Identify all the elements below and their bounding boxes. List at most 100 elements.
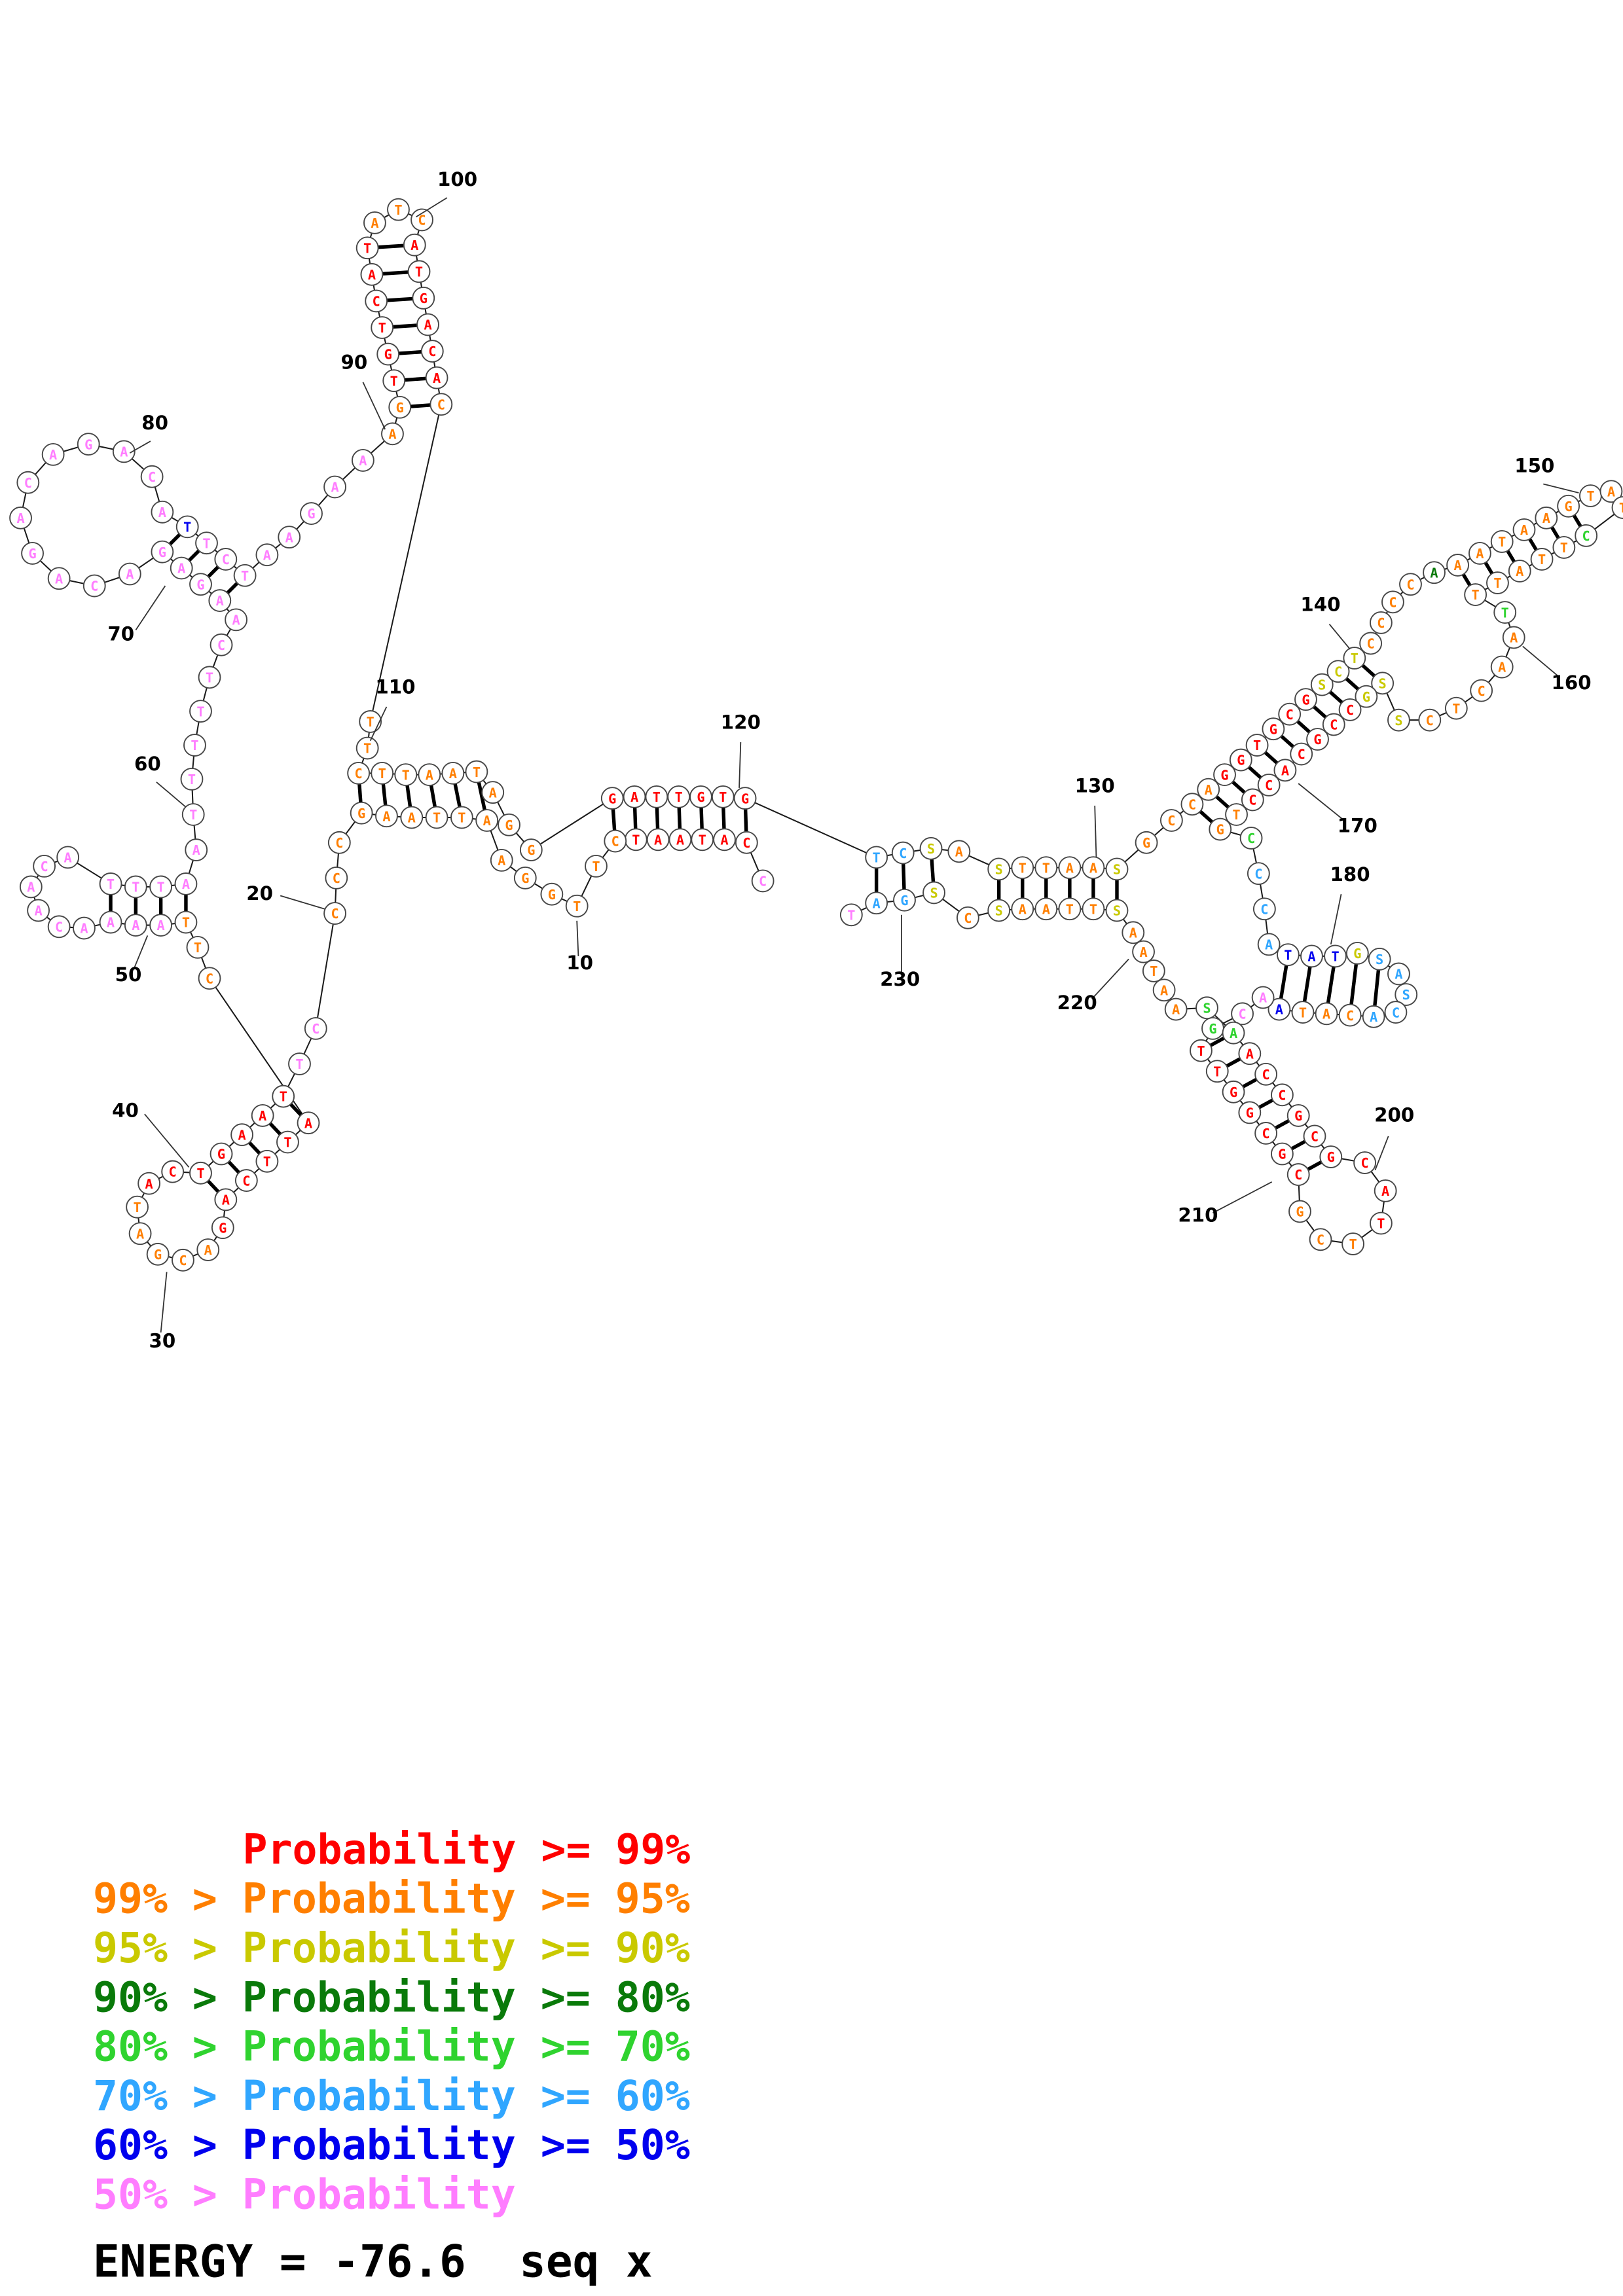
nucleotide: G [77,433,100,456]
nucleotide-circle [865,846,888,869]
nucleotide: T [645,785,668,808]
label-leader-line [362,382,386,430]
nucleotide-circle [987,857,1011,881]
nucleotide: A [1251,986,1275,1009]
nucleotide-letter: C [1262,1067,1270,1083]
nucleotide-letter: A [132,918,139,933]
nucleotide: A [225,608,247,632]
nucleotide: T [189,700,212,723]
nucleotide: T [839,903,863,927]
nucleotide-letter: A [1066,860,1074,876]
nucleotide-letter: A [222,1193,230,1208]
nucleotide: G [519,838,543,862]
nucleotide-circle [1105,857,1129,881]
nucleotide-circle [376,342,400,366]
nucleotide-letter: G [217,1147,225,1162]
nucleotide-letter: T [632,832,640,848]
nucleotide-letter: T [699,832,706,848]
nucleotide-letter: C [1247,831,1255,846]
nucleotide: C [891,841,915,865]
nucleotide: G [498,813,520,836]
nucleotide: A [1512,518,1536,541]
nucleotide-letter: T [1299,1005,1307,1020]
nucleotide-circle [947,840,971,863]
nucleotide-letter: S [1376,952,1383,967]
nucleotide-letter: C [1317,1232,1324,1247]
label-leader-line [1374,1136,1389,1171]
nucleotide-circle [412,286,435,310]
nucleotide-circle [198,967,221,990]
nucleotide-letter: T [1498,534,1506,550]
nucleotide: C [1241,788,1264,812]
nucleotide-circle [987,899,1011,922]
nucleotide-circle [475,809,499,832]
nucleotide-letter: T [188,772,196,787]
nucleotide: C [365,289,388,313]
label-leader-line [739,742,742,788]
label-leader-line [576,920,579,956]
nucleotide-circle [278,526,301,549]
nucleotide-letter: G [1237,753,1245,768]
nucleotide: A [865,891,888,915]
nucleotide-circle [1322,713,1345,736]
nucleotide: C [1286,1163,1310,1186]
nucleotide-letter: T [1452,701,1460,717]
nucleotide-letter: A [1172,1002,1180,1018]
nucleotide-circle [407,260,431,283]
nucleotide-letter: A [1246,1046,1254,1062]
nucleotide-letter: T [592,859,600,874]
nucleotide-circle [387,198,410,221]
nucleotide-circle [1535,506,1558,529]
nucleotide-circle [1271,1083,1294,1107]
nucleotide-letter: G [396,400,404,416]
nucleotide: T [1579,484,1602,507]
nucleotide-letter: T [363,240,371,256]
backbone-segment [744,797,877,858]
nucleotide-letter: A [1265,937,1273,953]
nucleotide: A [441,761,465,785]
nucleotide-letter: C [55,919,63,935]
nucleotide-circle [73,916,96,940]
nucleotide: C [172,1248,194,1272]
nucleotide-letter: A [263,547,271,563]
nucleotide-circle [1338,698,1362,721]
label-leader-line [129,440,151,454]
nucleotide-letter: S [1113,862,1121,878]
nucleotide-letter: T [1284,947,1292,963]
nucleotide-letter: S [995,903,1003,919]
position-label: 130 [1075,775,1115,797]
nucleotide-circle [1493,601,1517,624]
nucleotide-letter: A [1275,1002,1283,1018]
nucleotide-circle [211,1216,234,1240]
nucleotide-letter: A [80,921,88,937]
nucleotide-letter: G [1302,692,1309,708]
nucleotide-circle [1152,978,1176,1002]
nucleotide: C [234,1169,258,1193]
nucleotide-letter: T [283,1135,291,1151]
nucleotide-circle [1575,524,1598,547]
nucleotide-circle [186,935,210,959]
nucleotide-circle [1238,1101,1262,1124]
nucleotide-letter: A [630,789,638,805]
nucleotide: A [1238,1042,1262,1066]
nucleotide-letter: T [719,789,727,805]
nucleotide: T [181,803,205,826]
nucleotide-circle [1225,803,1248,826]
nucleotide-letter: G [1209,1021,1216,1037]
nucleotide-letter: G [420,291,428,306]
nucleotide-letter: A [204,1242,212,1258]
nucleotide-letter: T [458,810,465,826]
nucleotide: T [371,761,394,785]
nucleotide-circle [1286,1163,1310,1186]
nucleotide-circle [41,442,65,466]
nucleotide-circle [365,289,388,313]
nucleotide-circle [1384,1001,1408,1024]
nucleotide-letter: C [964,910,972,926]
nucleotide-circle [170,556,193,580]
nucleotide: G [21,542,44,565]
nucleotide-letter: C [331,906,338,922]
nucleotide: G [189,573,212,596]
nucleotide: G [1306,728,1329,751]
nucleotide: S [1310,673,1334,696]
nucleotide-circle [1231,1002,1254,1026]
